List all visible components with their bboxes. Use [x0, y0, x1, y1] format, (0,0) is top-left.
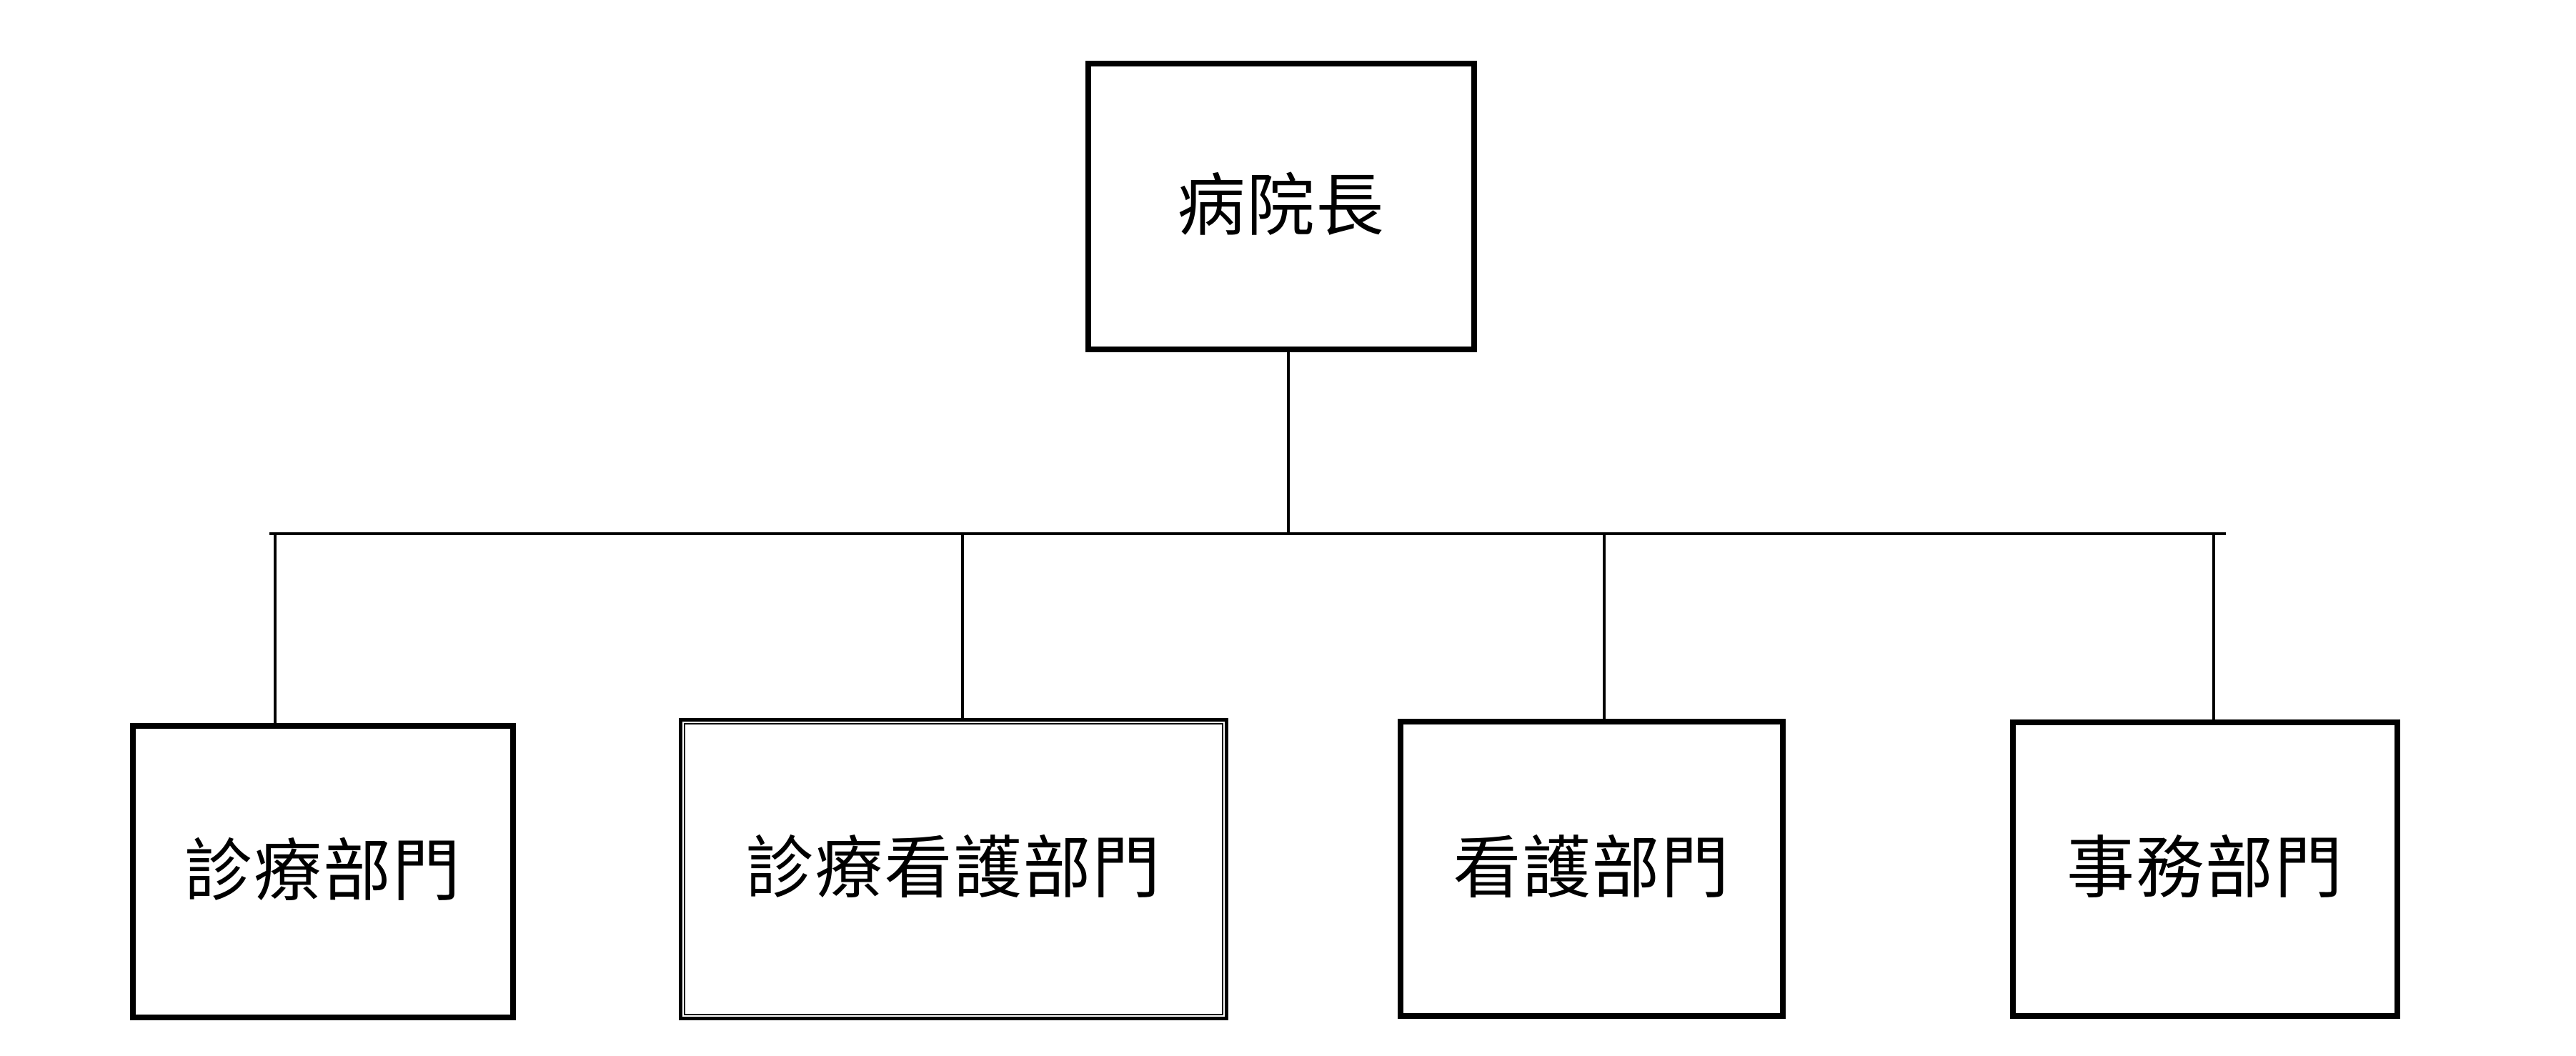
connector-horizontal-rail	[269, 532, 2226, 535]
node-nursing-dept: 看護部門	[1398, 719, 1786, 1019]
connector-rail-to-nursing-dept	[1603, 532, 1606, 719]
connector-root-to-rail	[1287, 352, 1290, 535]
node-admin-dept: 事務部門	[2010, 719, 2400, 1019]
connector-rail-to-medical-dept	[274, 532, 277, 723]
node-medical-dept-label: 診療部門	[184, 833, 462, 910]
node-admin-dept-label: 事務部門	[2066, 831, 2344, 907]
connector-rail-to-medical-nursing-dept	[961, 532, 964, 718]
connector-rail-to-admin-dept	[2212, 532, 2215, 719]
node-medical-dept: 診療部門	[130, 723, 516, 1020]
node-medical-nursing-dept: 診療看護部門	[679, 718, 1228, 1020]
node-hospital-director: 病院長	[1085, 61, 1477, 352]
node-hospital-director-label: 病院長	[1177, 168, 1386, 244]
node-medical-nursing-dept-label: 診療看護部門	[745, 831, 1162, 907]
node-nursing-dept-label: 看護部門	[1453, 830, 1731, 907]
